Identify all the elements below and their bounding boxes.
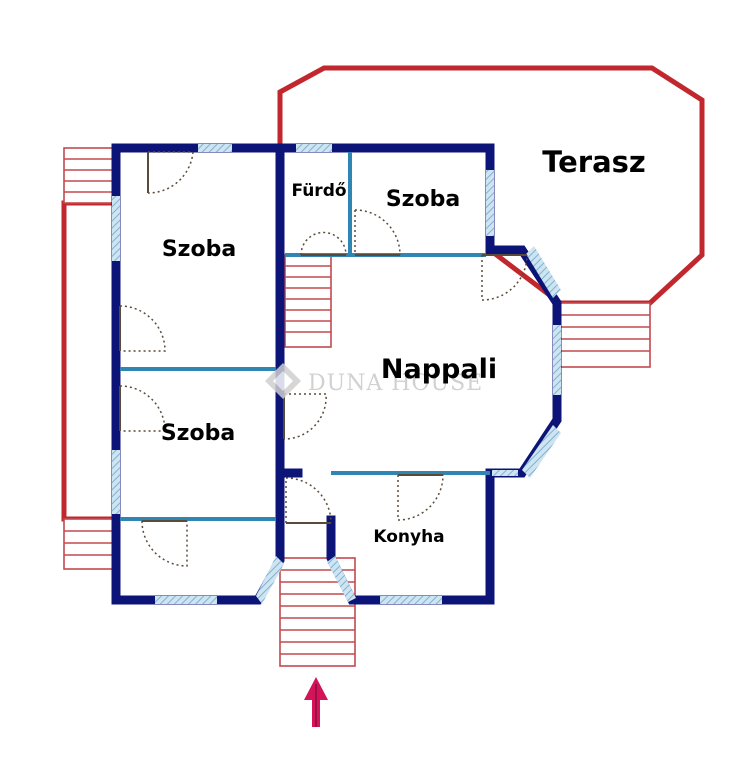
window bbox=[112, 450, 120, 514]
door bbox=[481, 254, 528, 301]
room-label-szoba-top-right: Szoba bbox=[386, 187, 460, 212]
window bbox=[155, 596, 217, 604]
stairs-interior bbox=[284, 254, 332, 348]
window bbox=[256, 556, 284, 604]
window bbox=[327, 556, 356, 602]
window bbox=[526, 246, 561, 298]
watermark-text: DUNA HOUSE bbox=[308, 371, 483, 396]
room-label-furdo: Fürdő bbox=[291, 181, 346, 201]
room-label-szoba-left-top: Szoba bbox=[162, 237, 236, 262]
stairs-bottom-left bbox=[63, 518, 117, 570]
stairs-terrace bbox=[559, 302, 651, 368]
window bbox=[296, 144, 332, 152]
stairs-top-left bbox=[63, 147, 117, 204]
window bbox=[492, 470, 518, 476]
door bbox=[354, 209, 401, 256]
windows bbox=[112, 144, 561, 604]
window bbox=[553, 325, 561, 395]
door bbox=[300, 231, 347, 256]
watermark: DUNA HOUSE bbox=[265, 363, 483, 399]
door bbox=[119, 385, 166, 432]
room-label-szoba-left-bottom: Szoba bbox=[161, 421, 235, 446]
room-label-terasz: Terasz bbox=[542, 145, 646, 179]
window bbox=[198, 144, 232, 152]
window bbox=[486, 170, 494, 236]
room-label-nappali: Nappali bbox=[381, 354, 497, 385]
entrance-arrow-icon bbox=[304, 677, 328, 727]
door bbox=[283, 393, 327, 440]
door bbox=[147, 151, 194, 194]
door bbox=[141, 520, 188, 567]
door bbox=[119, 305, 166, 352]
window bbox=[112, 196, 120, 261]
room-label-konyha: Konyha bbox=[373, 527, 444, 547]
left-balcony-outline bbox=[61, 200, 119, 522]
doors bbox=[119, 151, 528, 567]
door bbox=[285, 477, 332, 524]
window bbox=[522, 425, 561, 478]
duna-house-diamond-logo bbox=[265, 363, 301, 399]
window bbox=[380, 596, 442, 604]
door bbox=[397, 474, 444, 521]
